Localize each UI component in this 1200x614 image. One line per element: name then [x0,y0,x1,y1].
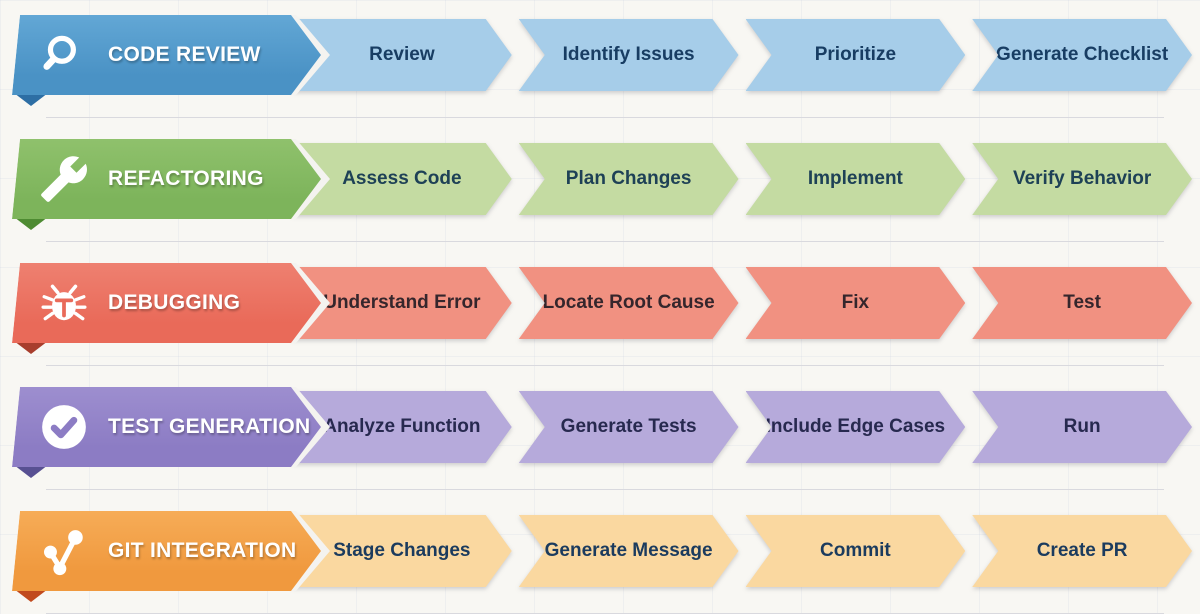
step-chevron: Identify Issues [519,19,739,91]
step-chevron: Generate Tests [519,391,739,463]
row-title: DEBUGGING [108,291,241,314]
row-icon-slot [39,278,89,328]
row-banner: CODE REVIEW [12,15,330,95]
bug-icon [39,278,89,328]
step-chevron: Analyze Function [292,391,512,463]
row-banner-fill: TEST GENERATION [12,387,321,467]
step-chevron: Test [972,267,1192,339]
row-title: GIT INTEGRATION [108,539,297,562]
step-chevrons: Assess Code Plan Changes Implement Verif… [292,143,1192,215]
row-banner: TEST GENERATION [12,387,330,467]
row-banner-fill: CODE REVIEW [12,15,321,95]
row-separator [46,489,1164,490]
row-separator [46,241,1164,242]
row-title: CODE REVIEW [108,43,261,66]
step-chevron: Implement [746,143,966,215]
workflow-row-refactoring: REFACTORING Assess Code Plan Changes Imp… [0,139,1200,230]
workflow-row-git-integration: GIT INTEGRATION Stage Changes Generate M… [0,511,1200,602]
check-circle-icon [39,402,89,452]
step-chevron: Generate Message [519,515,739,587]
step-chevrons: Review Identify Issues Prioritize Genera… [292,19,1192,91]
row-banner-fill: GIT INTEGRATION [12,511,321,591]
magnifier-icon [39,30,89,80]
step-chevrons: Understand Error Locate Root Cause Fix T… [292,267,1192,339]
workflow-row-code-review: CODE REVIEW Review Identify Issues Prior… [0,15,1200,106]
step-chevron: Generate Checklist [972,19,1192,91]
wrench-icon [39,154,89,204]
step-chevrons: Analyze Function Generate Tests Include … [292,391,1192,463]
workflow-row-debugging: DEBUGGING Understand Error Locate Root C… [0,263,1200,354]
step-chevron: Plan Changes [519,143,739,215]
workflow-row-test-generation: TEST GENERATION Analyze Function Generat… [0,387,1200,478]
row-icon-slot [39,526,89,576]
step-chevrons: Stage Changes Generate Message Commit Cr… [292,515,1192,587]
row-banner-fill: REFACTORING [12,139,321,219]
row-banner-fill: DEBUGGING [12,263,321,343]
row-title: REFACTORING [108,167,264,190]
git-branch-icon [39,526,89,576]
step-chevron: Fix [746,267,966,339]
step-chevron: Prioritize [746,19,966,91]
row-icon-slot [39,30,89,80]
step-chevron: Verify Behavior [972,143,1192,215]
row-title: TEST GENERATION [108,415,311,438]
row-separator [46,365,1164,366]
step-chevron: Include Edge Cases [746,391,966,463]
step-chevron: Run [972,391,1192,463]
row-banner: DEBUGGING [12,263,330,343]
step-chevron: Locate Root Cause [519,267,739,339]
row-icon-slot [39,154,89,204]
step-chevron: Create PR [972,515,1192,587]
row-banner: REFACTORING [12,139,330,219]
step-chevron: Commit [746,515,966,587]
row-icon-slot [39,402,89,452]
row-banner: GIT INTEGRATION [12,511,330,591]
row-separator [46,117,1164,118]
